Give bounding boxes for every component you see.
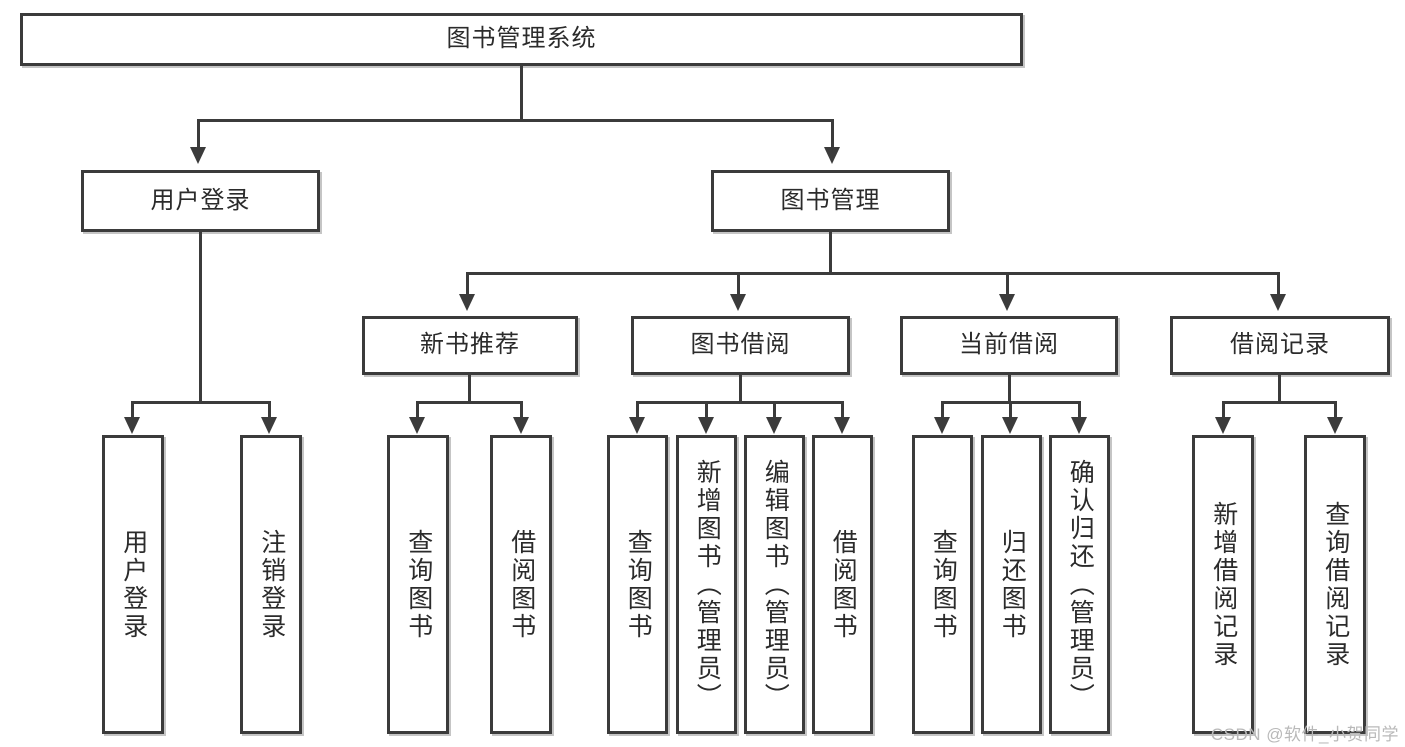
node-book-borrow[interactable]: 图书借阅 xyxy=(631,316,850,375)
arrow-current-borrow-leaf-1 xyxy=(934,417,950,434)
arrow-new-book-leaf-1 xyxy=(409,417,425,434)
arrow-borrow-record-leaf-1 xyxy=(1215,417,1231,434)
node-root-system[interactable]: 图书管理系统 xyxy=(20,13,1023,66)
leaf-user-login-logout-label: 注销登录 xyxy=(257,528,286,641)
leaf-book-borrow-edit[interactable]: 编辑图书（管理员） xyxy=(744,435,805,734)
arrow-book-borrow-leaf-2 xyxy=(698,417,714,434)
node-book-management[interactable]: 图书管理 xyxy=(711,170,950,232)
leaf-book-borrow-borrow-label: 借阅图书 xyxy=(829,528,858,641)
arrow-book-mgmt-to-new-book xyxy=(459,294,475,311)
leaf-book-borrow-borrow[interactable]: 借阅图书 xyxy=(812,435,873,734)
node-root-system-label: 图书管理系统 xyxy=(446,25,597,53)
arrow-root-to-book-mgmt xyxy=(824,147,840,164)
connector-book-mgmt-drop-4 xyxy=(1277,272,1280,296)
connector-book-borrow-drop-2 xyxy=(705,401,708,419)
connector-borrow-record-bus xyxy=(1222,401,1337,404)
leaf-new-book-borrow[interactable]: 借阅图书 xyxy=(490,435,552,734)
connector-book-mgmt-bus xyxy=(466,272,1280,275)
connector-current-borrow-drop-3 xyxy=(1078,401,1081,419)
connector-book-borrow-drop-3 xyxy=(773,401,776,419)
leaf-current-borrow-confirm-label: 确认归还（管理员） xyxy=(1066,458,1095,711)
leaf-new-book-query[interactable]: 查询图书 xyxy=(387,435,449,734)
arrow-book-mgmt-to-book-borrow xyxy=(730,294,746,311)
leaf-current-borrow-return-label: 归还图书 xyxy=(998,528,1027,641)
leaf-new-book-borrow-label: 借阅图书 xyxy=(507,528,536,641)
arrow-borrow-record-leaf-2 xyxy=(1327,417,1343,434)
leaf-user-login-login[interactable]: 用户登录 xyxy=(102,435,164,734)
connector-root-stem xyxy=(520,66,523,120)
leaf-current-borrow-query-label: 查询图书 xyxy=(929,528,958,641)
connector-new-book-drop-2 xyxy=(520,401,523,419)
leaf-borrow-record-query[interactable]: 查询借阅记录 xyxy=(1304,435,1366,734)
connector-book-borrow-drop-4 xyxy=(841,401,844,419)
connector-book-borrow-bus xyxy=(636,401,844,404)
leaf-new-book-query-label: 查询图书 xyxy=(404,528,433,641)
arrow-book-borrow-leaf-3 xyxy=(766,417,782,434)
connector-user-login-stem xyxy=(199,232,202,403)
leaf-user-login-logout[interactable]: 注销登录 xyxy=(240,435,302,734)
connector-current-borrow-drop-1 xyxy=(941,401,944,419)
node-new-book-recommend-label: 新书推荐 xyxy=(420,331,520,359)
connector-book-mgmt-drop-1 xyxy=(466,272,469,296)
connector-new-book-stem xyxy=(468,375,471,403)
arrow-new-book-leaf-2 xyxy=(513,417,529,434)
connector-book-mgmt-drop-2 xyxy=(737,272,740,296)
connector-book-mgmt-drop-3 xyxy=(1006,272,1009,296)
leaf-book-borrow-query-label: 查询图书 xyxy=(624,528,653,641)
connector-root-to-book-mgmt xyxy=(831,119,834,149)
leaf-book-borrow-edit-label: 编辑图书（管理员） xyxy=(761,458,790,711)
arrow-user-login-leaf-2 xyxy=(261,417,277,434)
node-borrow-record[interactable]: 借阅记录 xyxy=(1170,316,1390,375)
leaf-borrow-record-add[interactable]: 新增借阅记录 xyxy=(1192,435,1254,734)
connector-root-to-user-login xyxy=(197,119,200,149)
connector-root-bus xyxy=(197,119,834,122)
csdn-watermark: CSDN @软件_小贺同学 xyxy=(1210,725,1399,744)
connector-current-borrow-drop-2 xyxy=(1009,401,1012,419)
arrow-book-borrow-leaf-1 xyxy=(629,417,645,434)
connector-current-borrow-stem xyxy=(1008,375,1011,403)
node-book-borrow-label: 图书借阅 xyxy=(690,331,791,359)
arrow-current-borrow-leaf-2 xyxy=(1002,417,1018,434)
arrow-book-mgmt-to-current-borrow xyxy=(999,294,1015,311)
arrow-book-borrow-leaf-4 xyxy=(834,417,850,434)
connector-borrow-record-drop-2 xyxy=(1334,401,1337,419)
leaf-borrow-record-query-label: 查询借阅记录 xyxy=(1321,500,1350,669)
leaf-book-borrow-query[interactable]: 查询图书 xyxy=(607,435,668,734)
leaf-current-borrow-query[interactable]: 查询图书 xyxy=(912,435,973,734)
node-current-borrow-label: 当前借阅 xyxy=(959,331,1059,359)
node-book-management-label: 图书管理 xyxy=(780,186,881,214)
connector-book-mgmt-stem xyxy=(829,232,832,274)
arrow-user-login-leaf-1 xyxy=(124,417,140,434)
leaf-user-login-login-label: 用户登录 xyxy=(119,528,148,641)
arrow-current-borrow-leaf-3 xyxy=(1071,417,1087,434)
leaf-current-borrow-confirm[interactable]: 确认归还（管理员） xyxy=(1049,435,1110,734)
arrow-root-to-user-login xyxy=(190,147,206,164)
node-borrow-record-label: 借阅记录 xyxy=(1230,331,1330,359)
leaf-book-borrow-add[interactable]: 新增图书（管理员） xyxy=(676,435,737,734)
node-new-book-recommend[interactable]: 新书推荐 xyxy=(362,316,578,375)
connector-user-login-drop-1 xyxy=(131,401,134,419)
arrow-book-mgmt-to-borrow-record xyxy=(1270,294,1286,311)
leaf-borrow-record-add-label: 新增借阅记录 xyxy=(1209,500,1238,669)
node-current-borrow[interactable]: 当前借阅 xyxy=(900,316,1118,375)
node-user-login-label: 用户登录 xyxy=(150,186,251,214)
connector-book-borrow-stem xyxy=(739,375,742,403)
connector-book-borrow-drop-1 xyxy=(636,401,639,419)
connector-new-book-bus xyxy=(416,401,523,404)
connector-borrow-record-drop-1 xyxy=(1222,401,1225,419)
connector-new-book-drop-1 xyxy=(416,401,419,419)
connector-user-login-bus xyxy=(131,401,271,404)
node-user-login[interactable]: 用户登录 xyxy=(81,170,320,232)
connector-borrow-record-stem xyxy=(1278,375,1281,403)
leaf-current-borrow-return[interactable]: 归还图书 xyxy=(981,435,1042,734)
leaf-book-borrow-add-label: 新增图书（管理员） xyxy=(693,458,722,711)
connector-user-login-drop-2 xyxy=(268,401,271,419)
